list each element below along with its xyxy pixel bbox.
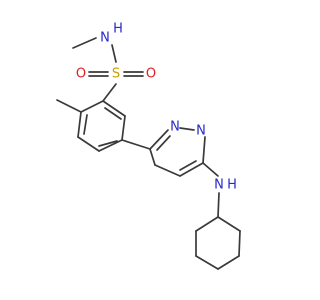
bond-benzene-inner-3 xyxy=(83,114,88,135)
bond-benzene-inner-1 xyxy=(104,107,122,120)
bond-pyridazine-6 xyxy=(149,148,156,166)
bond-s-c xyxy=(102,83,117,102)
bond-pyridazine-1 xyxy=(149,129,169,150)
bond-biaryl xyxy=(121,139,151,150)
bond-n-s xyxy=(111,44,117,63)
bond-pyridazine-4 xyxy=(179,162,204,177)
atom-amine-h: H xyxy=(227,178,237,193)
bond-aryl-methyl xyxy=(56,99,82,113)
bond-pyridazine-inner-2 xyxy=(179,160,197,171)
bond-benzene-1 xyxy=(102,100,126,117)
bond-nmethyl xyxy=(72,37,97,49)
molecule-structure: H N S O O N N N H xyxy=(56,22,241,270)
atom-amine-n: N xyxy=(214,178,224,193)
bond-c-nh xyxy=(202,162,219,177)
bond-cyclohexane-3 xyxy=(217,255,240,270)
bond-nh-cyclohexyl xyxy=(217,192,220,218)
bond-pyridazine-2 xyxy=(179,127,195,131)
bond-benzene-3 xyxy=(98,139,123,152)
bond-pyridazine-inner-1 xyxy=(156,135,171,151)
atom-oxygen-right: O xyxy=(146,67,156,82)
atom-sulfur: S xyxy=(112,67,120,82)
bond-benzene-4 xyxy=(77,136,100,152)
atom-sulfonamide-h: H xyxy=(113,22,123,37)
bond-benzene-5 xyxy=(77,111,82,138)
atom-oxygen-left: O xyxy=(76,67,86,82)
bond-benzene-inner-2 xyxy=(98,140,118,147)
bond-cyclohexane-1 xyxy=(217,216,241,232)
bond-benzene-6 xyxy=(80,100,104,113)
atom-sulfonamide-n: N xyxy=(100,31,110,46)
atom-pyridazine-n2: N xyxy=(196,124,206,139)
bond-cyclohexane-6 xyxy=(195,216,219,232)
bond-pyridazine-3 xyxy=(202,136,206,164)
bond-pyridazine-5 xyxy=(154,164,181,177)
bond-benzene-2 xyxy=(121,115,126,141)
bond-cyclohexane-4 xyxy=(195,255,219,270)
atom-pyridazine-n1: N xyxy=(170,120,180,135)
bond-cyclohexane-2 xyxy=(238,230,241,257)
